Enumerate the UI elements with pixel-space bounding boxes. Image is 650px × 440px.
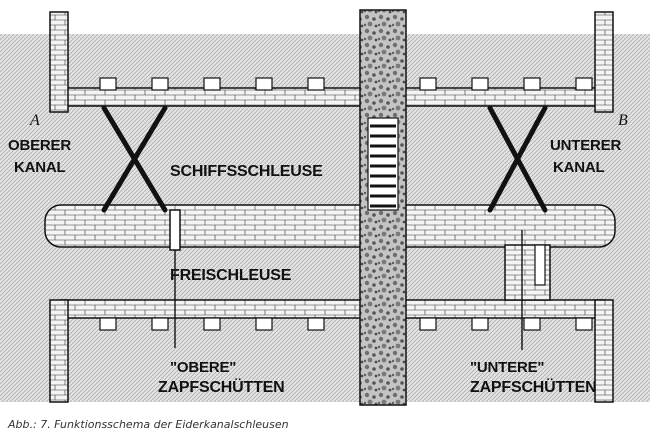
corner-label-right: B (618, 112, 628, 129)
left-lower-tower (49, 299, 69, 403)
label-oberer: OBERER (8, 137, 71, 154)
label-obere-zapfschuetten: ZAPFSCHÜTTEN (158, 377, 284, 396)
label-oberer-kanal: KANAL (14, 159, 66, 176)
left-upper-tower (49, 11, 69, 113)
lower-sluice-opening (534, 244, 546, 286)
label-obere: "OBERE" (170, 359, 236, 376)
right-upper-tower (594, 11, 614, 113)
corner-label-left: A (29, 112, 40, 129)
lower-wall-merlons (99, 317, 593, 331)
label-schiffsschleuse: SCHIFFSSCHLEUSE (170, 163, 323, 180)
label-unterer: UNTERER (550, 137, 621, 154)
label-unterer-kanal: KANAL (553, 159, 605, 176)
figure-caption: Abb.: 7. Funktionsschema der Eiderkanals… (8, 418, 289, 431)
upper-lock-gates (101, 105, 168, 213)
upper-wall-merlons (99, 77, 593, 91)
right-lower-tower (594, 299, 614, 403)
middle-wall (44, 204, 616, 248)
upper-sluice-channel (169, 209, 181, 251)
lower-lock-gates (487, 105, 548, 213)
upper-quay-wall (59, 87, 606, 107)
label-freischleuse: FREISCHLEUSE (170, 267, 292, 284)
label-untere-zapfschuetten: ZAPFSCHÜTTEN (470, 377, 596, 396)
lower-quay-wall (59, 299, 606, 319)
bridge-grating (367, 117, 399, 211)
label-untere: "UNTERE" (470, 359, 544, 376)
